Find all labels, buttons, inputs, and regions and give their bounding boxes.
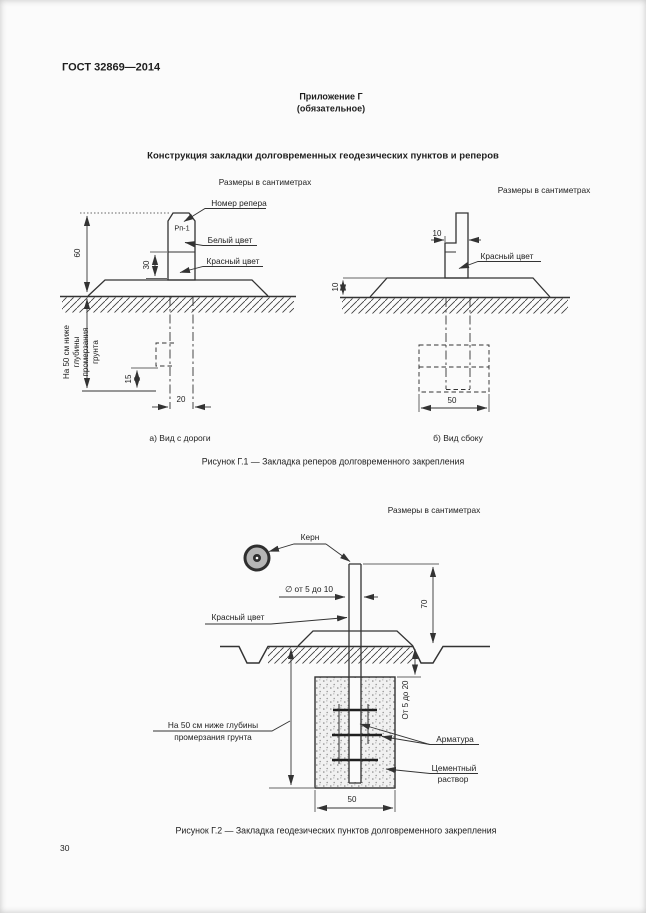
dim-10-blade: 10: [432, 229, 442, 238]
figure2-caption: Рисунок Г.2 — Закладка геодезических пун…: [175, 825, 497, 836]
dim-30: 30: [142, 260, 151, 270]
units-note-fig2: Размеры в сантиметрах: [387, 504, 481, 515]
fig1-view-b-linework: [339, 212, 570, 412]
red-color-label-fig2: Красный цвет: [211, 611, 265, 622]
fig1-view-a-linework: [60, 208, 296, 411]
cement-label-line2: раствор: [437, 773, 469, 784]
frost-depth-note-a: На 50 см ниже глубины промерзания грунта: [62, 325, 100, 379]
frost-depth-note-a-line2: глубины: [71, 336, 81, 368]
figure1-caption: Рисунок Г.1 — Закладка реперов долговрем…: [201, 456, 465, 467]
cement-label-line1: Цементный: [431, 762, 477, 773]
units-note-fig1-right: Размеры в сантиметрах: [497, 184, 591, 195]
annex-obligatory: (обязательное): [296, 103, 366, 114]
page-number: 30: [60, 842, 70, 853]
dim-50-block: 50: [347, 795, 357, 804]
benchmark-number-label: Номер репера: [211, 197, 267, 208]
doc-number: ГОСТ 32869—2014: [62, 61, 161, 74]
dim-15: 15: [124, 374, 133, 384]
frost-depth-note-a-line3: промерзания: [81, 327, 90, 377]
frost-depth-note-fig2-line1: На 50 см ниже глубины: [167, 719, 259, 730]
dim-20: 20: [176, 395, 186, 404]
units-note-fig1-left: Размеры в сантиметрах: [218, 176, 312, 187]
diameter-dim-label: ∅ от 5 до 10: [285, 583, 333, 594]
fig2-linework: [153, 543, 490, 812]
dim-60: 60: [73, 248, 82, 258]
frost-depth-note-fig2-line2: промерзания грунта: [174, 731, 252, 742]
dim-5-to-20: От 5 до 20: [401, 680, 410, 720]
dim-50-anchor: 50: [447, 396, 457, 405]
caption-view-a: а) Вид с дороги: [149, 432, 211, 443]
annex-label: Приложение Г: [299, 91, 363, 102]
frost-depth-note-a-line1: На 50 см ниже: [62, 325, 71, 379]
white-color-label: Белый цвет: [207, 234, 253, 245]
caption-view-b: б) Вид сбоку: [433, 432, 483, 443]
kern-label: Керн: [300, 531, 320, 542]
dim-10-mound: 10: [331, 282, 340, 292]
rebar-label: Арматура: [436, 733, 474, 744]
page-title: Конструкция закладки долговременных геод…: [147, 150, 499, 162]
dim-70: 70: [420, 599, 429, 609]
red-color-label-b: Красный цвет: [480, 250, 534, 261]
red-color-label-a: Красный цвет: [206, 255, 260, 266]
benchmark-id: Рп-1: [174, 223, 190, 233]
frost-depth-note-a-line4: грунта: [90, 340, 100, 364]
